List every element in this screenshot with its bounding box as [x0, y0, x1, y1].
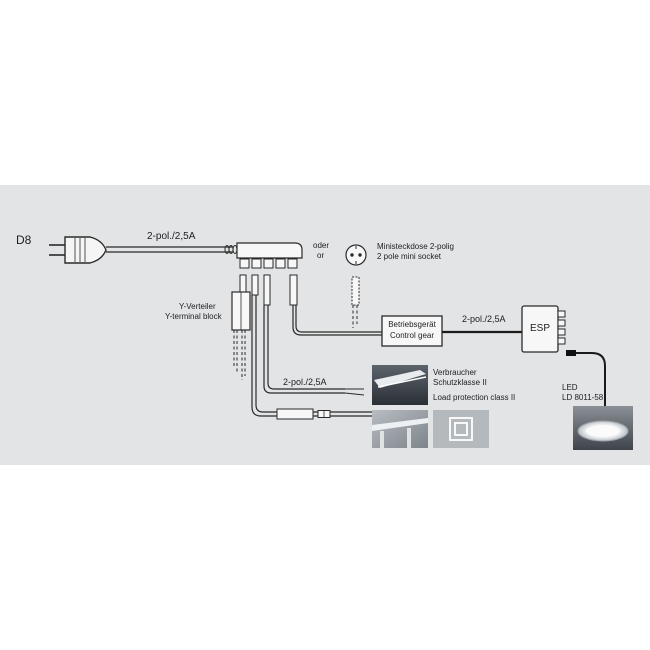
y-terminal-dashed-cables [233, 330, 246, 380]
inline-switch [276, 408, 314, 420]
mini-plug-icon [351, 276, 360, 328]
led-cable [566, 350, 606, 410]
cabinet-light-image [372, 410, 428, 448]
consumer-label-de2: Schutzklasse II [433, 378, 487, 387]
diagram-id: D8 [16, 233, 32, 247]
cable-to-consumer [263, 305, 365, 396]
euro-plug-icon [49, 236, 107, 264]
y-terminal-label-de: Y-Verteiler [179, 302, 216, 311]
main-cable [106, 246, 232, 253]
protection-class-ii-icon [433, 410, 489, 448]
control-gear-label-de: Betriebsgerät [388, 320, 436, 329]
y-terminal-label-en: Y-terminal block [165, 312, 222, 321]
control-gear-box [381, 315, 443, 347]
cable-coil-icon [224, 245, 238, 254]
mini-socket-icon [345, 244, 367, 266]
consumer-label-en: Load protection class II [433, 393, 516, 402]
inline-connector [317, 410, 331, 418]
esp-box [521, 305, 566, 353]
shelf-light-image [372, 365, 428, 405]
control-gear-label-en: Control gear [389, 331, 435, 340]
main-cable-rating: 2-pol./2,5A [147, 231, 196, 242]
alternative-de: oder [313, 241, 330, 250]
consumer-cable-rating: 2-pol./2,5A [283, 377, 327, 387]
led-image [573, 406, 633, 450]
consumer-label-de1: Verbraucher [433, 368, 477, 377]
led-label-line1: LED [562, 383, 578, 392]
branch-plugs [251, 274, 298, 306]
alternative-en: or [317, 251, 325, 260]
distributor-block [236, 242, 303, 269]
mini-socket-label-en: 2 pole mini socket [377, 252, 442, 261]
mini-socket-label-de: Ministeckdose 2-polig [377, 242, 454, 251]
esp-label: ESP [529, 323, 550, 334]
led-label-line2: LD 8011-58 [562, 393, 604, 402]
cable-to-control-gear [292, 305, 383, 336]
cable-to-switch [251, 295, 372, 417]
y-terminal-plug [231, 274, 251, 331]
esp-cable-rating: 2-pol./2,5A [462, 314, 506, 324]
